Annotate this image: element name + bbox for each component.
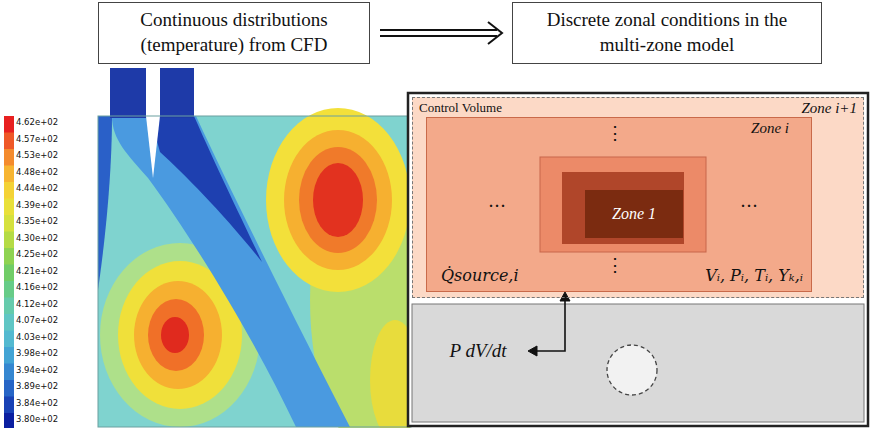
multizone-schematic [408,93,868,426]
colorbar-value: 3.98e+02 [16,349,58,358]
colorbar-value: 4.16e+02 [16,283,58,292]
node-text: P dV/dt [449,340,506,362]
colorbar-value: 3.84e+02 [16,399,58,408]
colorbar-value: 4.25e+02 [16,250,58,259]
colorbar-value: 3.94e+02 [16,366,58,375]
arrow-head [560,292,570,301]
colorbar-step [4,347,14,364]
arrow-head [528,346,537,356]
cold-jet [112,116,350,427]
zone-outer-fill [412,97,864,298]
cold-wall [98,116,112,290]
node-text: Zone 1 [612,205,656,223]
colorbar-step [4,149,14,166]
cold-jet-core [150,116,262,262]
colorbar-step [4,380,14,397]
colorbar-value: 3.89e+02 [16,382,58,391]
colorbar-value: 4.48e+02 [16,168,58,177]
piston-cylinder [412,304,864,422]
hot-zone [266,108,410,292]
exchange-arrow [528,292,570,356]
control-volume: Zone 1 Zone i Vᵢ, Pᵢ, Tᵢ, Yₖ,ᵢ Q̇source,i Co… [412,97,864,298]
piston-pin [607,345,657,395]
colorbar-step [4,133,14,150]
colorbar-step [4,215,14,232]
colorbar-step [4,314,14,331]
colorbar-step [4,248,14,265]
colorbar-step [4,331,14,348]
hot-zone [134,281,222,389]
node-text: Zone i [751,120,789,137]
colorbar-value: 4.35e+02 [16,217,58,226]
colorbar-value: 4.53e+02 [16,151,58,160]
colorbar-value: 4.30e+02 [16,234,58,243]
cfd-contour [98,68,430,428]
colorbar-value: 4.07e+02 [16,316,58,325]
zone-i-fill [426,117,812,292]
colorbar-step [4,413,14,428]
colorbar-value: 4.39e+02 [16,201,58,210]
colorbar [4,116,14,428]
arrow-shaft [536,300,565,351]
colorbar-step [4,397,14,414]
inlet-pipe [160,68,194,118]
colorbar-value: 4.62e+02 [16,118,58,127]
continuation-dots: … [488,192,506,210]
node-text: Vᵢ, Pᵢ, Tᵢ, Yₖ,ᵢ [705,266,803,285]
hot-zone [299,147,377,253]
work-term: P dV/dt [432,336,524,366]
colorbar-value: 4.12e+02 [16,300,58,309]
colorbar-step [4,199,14,216]
colorbar-value: 4.03e+02 [16,333,58,342]
zone-intermediate [540,157,706,252]
arrow-shaft [380,29,497,37]
colorbar-step [4,281,14,298]
continuation-dots: … [740,192,758,210]
hot-zone [284,130,392,270]
colorbar-value: 3.80e+02 [16,415,58,424]
target-box: Discrete zonal conditions in the multi-z… [512,2,822,64]
node-text: Continuous distributions (temperature) f… [109,8,359,57]
node-text: Discrete zonal conditions in the multi-z… [523,8,811,57]
core-zone: Zone 1 [585,190,683,238]
source-box: Continuous distributions (temperature) f… [98,2,370,64]
hot-zone [148,299,204,371]
colorbar-step [4,182,14,199]
implication-arrow [380,22,502,44]
colorbar-step [4,116,14,133]
inlet-pipe [110,68,146,118]
colorbar-value: 4.44e+02 [16,184,58,193]
node-text: Zone i+1 [801,100,857,117]
colorbar-step [4,298,14,315]
node-text: Q̇source,i [441,266,519,285]
colorbar-step [4,232,14,249]
arrow-head [488,22,502,44]
node-text: Control Volume [419,100,502,116]
model-frame [408,93,868,426]
arrow-shaft-gap [380,31,497,35]
colorbar-step [4,166,14,183]
continuation-dots: ⋮ [606,124,624,142]
colorbar-step [4,265,14,282]
zone-intermediate [562,172,684,244]
continuation-dots: ⋮ [606,256,624,274]
hot-zone [161,317,189,353]
colorbar-step [4,364,14,381]
colorbar-value: 4.21e+02 [16,267,58,276]
domain-outline [98,116,411,427]
colorbar-value: 4.57e+02 [16,135,58,144]
nozzle-gap [146,116,160,178]
hot-zone [313,163,363,237]
